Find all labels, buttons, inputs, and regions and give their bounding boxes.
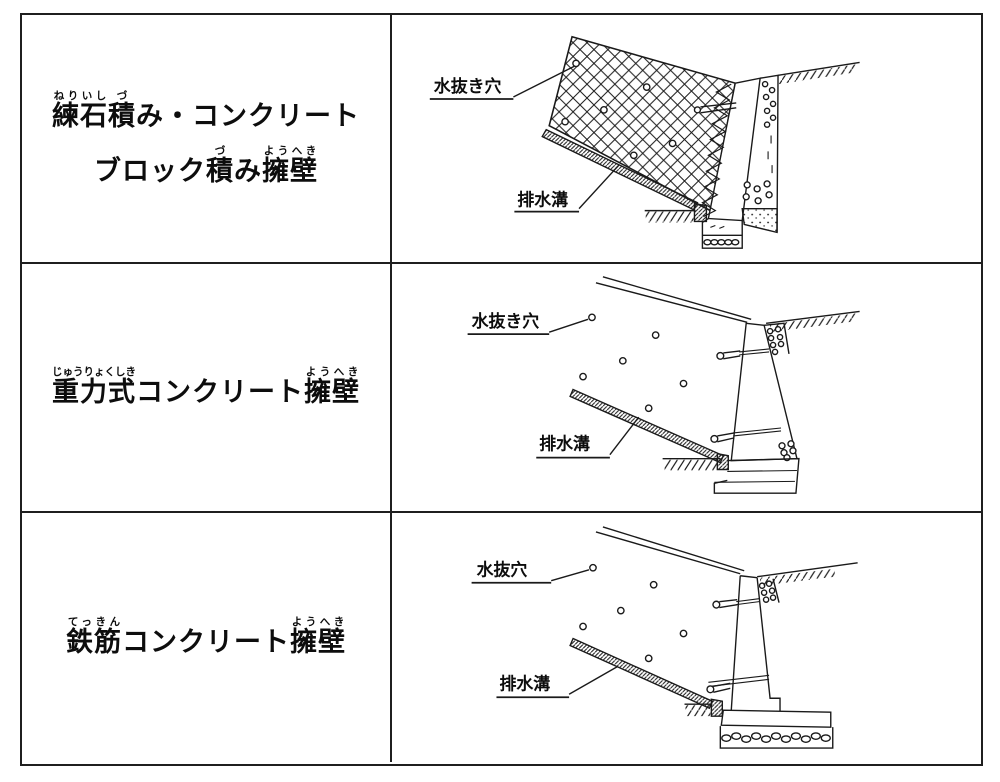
footing-slab — [719, 709, 834, 749]
table-row: 重力式じゅうりょくしきコンクリート擁壁ようへき — [22, 264, 981, 513]
ground-surface-bottom — [662, 452, 729, 471]
drain-hole-callout: 水抜き穴 — [467, 311, 589, 336]
drainage-strip — [569, 388, 725, 464]
table-row: 鉄筋てっきんコンクリート擁壁ようへき — [22, 513, 981, 762]
drain-channel-label: 排水溝 — [499, 673, 550, 693]
ground-surface-bottom — [684, 698, 724, 717]
diagram-cell-reinforced-concrete-wall: 水抜穴 排水溝 — [392, 513, 981, 762]
masonry-wall-diagram: 水抜き穴 排水溝 — [429, 35, 860, 249]
wall-top-edge — [595, 526, 745, 575]
drain-channel-callout: 排水溝 — [496, 665, 619, 699]
drain-pipe — [693, 102, 737, 114]
ground-surface-bottom — [644, 202, 708, 223]
drainage-strip — [569, 637, 714, 710]
row-label-gravity-wall: 重力式じゅうりょくしきコンクリート擁壁ようへき — [22, 264, 392, 511]
drain-hole-callout: 水抜穴 — [471, 560, 590, 584]
ground-surface-top — [757, 562, 858, 586]
row-label-masonry-block-wall: 練石ねりいし積づみ・コンクリート ブロック積づみ擁壁ようへき — [22, 15, 392, 262]
drainage-strip — [541, 128, 699, 211]
reinforced-concrete-wall-diagram: 水抜穴 排水溝 — [471, 526, 858, 749]
leader-line — [550, 569, 590, 582]
leader-line — [609, 416, 640, 456]
foundation — [713, 457, 800, 494]
drain-hole-label: 水抜き穴 — [434, 76, 502, 96]
backfill-section — [741, 74, 779, 234]
leader-line — [513, 65, 575, 98]
label-line-1: 鉄筋てっきんコンクリート擁壁ようへき — [66, 616, 346, 658]
drain-pipes — [706, 598, 738, 694]
label-line-1: 重力式じゅうりょくしきコンクリート擁壁ようへき — [52, 366, 360, 408]
gravity-wall-diagram: 水抜き穴 排水溝 — [467, 276, 860, 494]
drain-channel-label: 排水溝 — [539, 434, 590, 454]
ground-surface-top — [777, 61, 860, 85]
retaining-wall-table: 練石ねりいし積づみ・コンクリート ブロック積づみ擁壁ようへき — [20, 13, 983, 766]
label-line-1: 練石ねりいし積づみ・コンクリート — [52, 90, 360, 132]
drain-pipes — [710, 350, 741, 443]
drain-hole-label: 水抜き穴 — [472, 311, 540, 331]
drain-holes — [579, 563, 688, 663]
wall-top-edge — [595, 276, 752, 323]
leader-line — [548, 318, 589, 333]
ground-surface-top — [766, 310, 860, 333]
drain-holes — [579, 313, 688, 413]
drain-hole-label: 水抜穴 — [477, 560, 528, 580]
drain-channel-callout: 排水溝 — [536, 416, 640, 459]
label-line-2: ブロック積づみ擁壁ようへき — [94, 144, 318, 186]
drain-channel-callout: 排水溝 — [514, 164, 620, 213]
table-row: 練石ねりいし積づみ・コンクリート ブロック積づみ擁壁ようへき — [22, 15, 981, 264]
diagram-cell-masonry-wall: 水抜き穴 排水溝 — [392, 15, 981, 262]
leader-line — [568, 665, 619, 695]
foundation — [701, 217, 743, 249]
diagram-cell-gravity-wall: 水抜き穴 排水溝 — [392, 264, 981, 511]
drain-hole-callout: 水抜き穴 — [429, 65, 575, 100]
drain-holes — [561, 59, 677, 160]
drain-channel-label: 排水溝 — [517, 190, 568, 210]
leader-line — [578, 164, 620, 210]
row-label-reinforced-concrete-wall: 鉄筋てっきんコンクリート擁壁ようへき — [22, 513, 392, 762]
